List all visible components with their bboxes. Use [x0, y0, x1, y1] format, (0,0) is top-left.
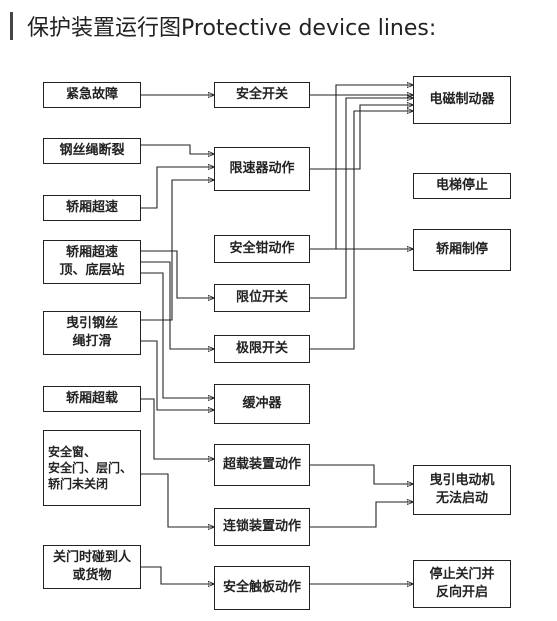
node-limit-switch: 限位开关 — [214, 284, 310, 312]
node-brake: 电磁制动器 — [413, 76, 511, 124]
edge-interlock-to-motor-no-start — [310, 502, 413, 528]
node-car-top-bottom: 轿厢超速 顶、底层站 — [43, 240, 141, 284]
edge-traction-slip-to-governor — [141, 180, 214, 321]
edge-rope-break-to-governor — [141, 144, 214, 154]
node-door-reopen: 停止关门并 反向开启 — [413, 560, 511, 608]
node-safety-switch: 安全开关 — [214, 82, 310, 108]
node-governor: 限速器动作 — [214, 147, 310, 191]
node-traction-slip: 曳引钢丝 绳打滑 — [43, 311, 141, 355]
edge-car-overspeed-to-governor — [141, 167, 214, 209]
node-overload-device: 超载装置动作 — [214, 444, 310, 486]
node-emergency: 紧急故障 — [43, 82, 141, 108]
edge-car-top-bottom-to-final-limit — [141, 261, 214, 349]
node-safety-gear: 安全钳动作 — [214, 235, 310, 263]
edge-doors-open-to-interlock — [141, 473, 214, 527]
edge-car-top-bottom-to-limit-switch — [141, 250, 214, 298]
edge-car-top-bottom-to-buffer — [141, 272, 214, 398]
edge-overload-device-to-motor-no-start — [310, 464, 413, 484]
diagram-title: 保护装置运行图Protective device lines: — [10, 8, 436, 44]
title-text: 保护装置运行图Protective device lines: — [27, 16, 437, 41]
node-safety-edge: 安全触板动作 — [214, 566, 310, 610]
edge-governor-to-brake — [310, 105, 413, 170]
edge-traction-slip-to-buffer — [141, 340, 214, 410]
edge-final-limit-to-brake — [310, 111, 413, 350]
node-elevator-stop: 电梯停止 — [413, 173, 511, 199]
node-car-brake: 轿厢制停 — [413, 229, 511, 271]
node-car-overload: 轿厢超载 — [43, 386, 141, 412]
title-bar-decoration — [10, 12, 13, 40]
edge-safety-gear-to-brake — [310, 85, 413, 250]
edge-door-obstruct-to-safety-edge — [141, 566, 214, 584]
node-final-limit: 极限开关 — [214, 335, 310, 363]
node-car-overspeed: 轿厢超速 — [43, 195, 141, 221]
node-doors-open: 安全窗、 安全门、层门、 轿门未关闭 — [43, 430, 141, 506]
node-buffer: 缓冲器 — [214, 384, 310, 424]
node-door-obstruct: 关门时碰到人 或货物 — [43, 545, 141, 589]
node-rope-break: 钢丝绳断裂 — [43, 138, 141, 164]
node-interlock: 连锁装置动作 — [214, 508, 310, 546]
edge-limit-switch-to-brake — [310, 98, 413, 299]
node-motor-no-start: 曳引电动机 无法启动 — [413, 465, 511, 515]
edge-car-overload-to-overload-device — [141, 398, 214, 459]
